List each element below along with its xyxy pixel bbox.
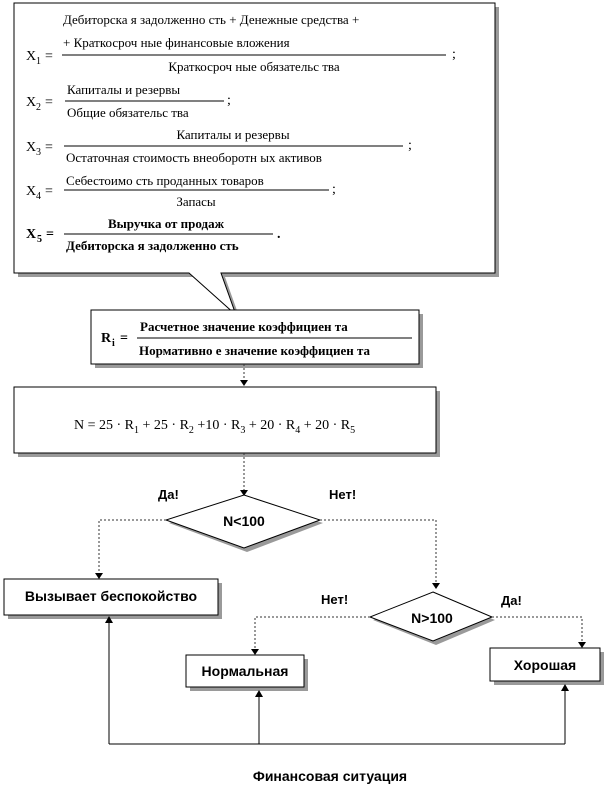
n-formula-subscript: 2 (189, 425, 194, 436)
x1-subscript: 1 (36, 56, 41, 67)
x4-label: X (26, 184, 36, 199)
n-formula-subscript: 5 (350, 425, 355, 436)
svg-text:.: . (277, 227, 281, 242)
outcome-normal-box: Нормальная (185, 654, 308, 691)
n-formula-subscript: 3 (240, 425, 245, 436)
formula-x2: X 2 = Капиталы и резервы Общие обязатель… (26, 82, 231, 120)
svg-text:=: = (120, 331, 128, 346)
formula-x4: X 4 = Себестоимо сть проданных товаров З… (26, 173, 336, 209)
outcome-good-box: Хорошая (489, 647, 604, 685)
ri-numerator: Расчетное значение коэффициен та (140, 319, 348, 334)
decision2-no-label: Нет! (321, 592, 348, 607)
n-formula-box: N = 25 · R1 + 25 · R2 +10 · R3 + 20 · R4… (13, 386, 440, 457)
x1-denominator: Краткосроч ные обязательс тва (168, 59, 340, 74)
n-formula-term: N = 25 · R (74, 418, 135, 433)
svg-text:=: = (45, 95, 53, 110)
decision-n-greater-100: N>100 (368, 591, 495, 645)
svg-text:=: = (46, 227, 54, 242)
ri-label: R (101, 331, 112, 346)
x1-numerator-line2: + Краткосроч ные финансовые вложения (63, 35, 290, 50)
decision-n-less-100: N<100 (164, 494, 323, 552)
svg-text:=: = (45, 184, 53, 199)
ri-denominator: Нормативно е значение коэффициен та (139, 343, 371, 358)
n-formula-term: + 25 · R (139, 418, 190, 433)
x5-denominator: Дебиторска я задолженно сть (66, 238, 239, 253)
x1-label: X (26, 49, 36, 64)
formula-x1: X 1 = Дебиторска я задолженно сть + Дене… (26, 12, 456, 74)
n-formula-term: +10 · R (194, 418, 241, 433)
x5-subscript: 5 (37, 234, 42, 245)
outcome-worry-label: Вызывает беспокойство (25, 588, 197, 604)
decision1-no-label: Нет! (329, 487, 356, 502)
svg-text:=: = (45, 140, 53, 155)
formula-x5: X 5 = Выручка от продаж Дебиторска я зад… (26, 216, 281, 253)
outcome-good-label: Хорошая (514, 657, 576, 673)
x4-denominator: Запасы (176, 194, 216, 209)
connector-yes-to-worry (98, 519, 166, 575)
svg-text:;: ; (227, 93, 231, 108)
n-formula-term: + 20 · R (300, 418, 351, 433)
formula-callout: X 1 = Дебиторска я задолженно сть + Дене… (13, 2, 499, 319)
svg-text:=: = (45, 49, 53, 64)
svg-text:;: ; (332, 182, 336, 197)
formula-x3: X 3 = Капиталы и резервы Остаточная стои… (26, 127, 412, 165)
n-formula: N = 25 · R1 + 25 · R2 +10 · R3 + 20 · R4… (74, 418, 355, 436)
x3-subscript: 3 (36, 147, 41, 158)
n-formula-subscript: 4 (295, 425, 300, 436)
ri-subscript: i (112, 338, 115, 349)
decision1-condition: N<100 (223, 513, 265, 529)
connector-no-to-decision2 (320, 519, 437, 585)
x2-subscript: 2 (36, 102, 41, 113)
decision1-yes-label: Да! (158, 487, 179, 502)
x5-numerator: Выручка от продаж (108, 216, 225, 231)
outcome-worry-box: Вызывает беспокойство (3, 578, 222, 619)
diagram-caption: Финансовая ситуация (253, 768, 407, 784)
x5-label: X (26, 227, 36, 242)
x3-label: X (26, 140, 36, 155)
x3-numerator: Капиталы и резервы (176, 127, 289, 142)
x1-numerator-line1: Дебиторска я задолженно сть + Денежные с… (63, 12, 359, 27)
n-formula-term: + 20 · R (245, 418, 296, 433)
x4-numerator: Себестоимо сть проданных товаров (66, 173, 264, 188)
x2-denominator: Общие обязательс тва (67, 105, 189, 120)
svg-text:;: ; (408, 138, 412, 153)
arrowhead-decision1 (240, 490, 248, 496)
decision2-yes-label: Да! (501, 593, 522, 608)
n-formula-subscript: 1 (134, 425, 139, 436)
decision2-condition: N>100 (411, 610, 453, 626)
x3-denominator: Остаточная стоимость внеоборотн ых актив… (66, 150, 322, 165)
connector-yes-to-good (492, 616, 583, 644)
x2-numerator: Капиталы и резервы (67, 82, 180, 97)
connector-no-to-normal (254, 616, 370, 651)
svg-text:;: ; (452, 47, 456, 62)
x4-subscript: 4 (36, 191, 41, 202)
x2-label: X (26, 95, 36, 110)
outcome-normal-label: Нормальная (202, 663, 289, 679)
arrowhead-n (240, 380, 248, 386)
ri-formula-box: R i = Расчетное значение коэффициен та Н… (90, 309, 423, 368)
